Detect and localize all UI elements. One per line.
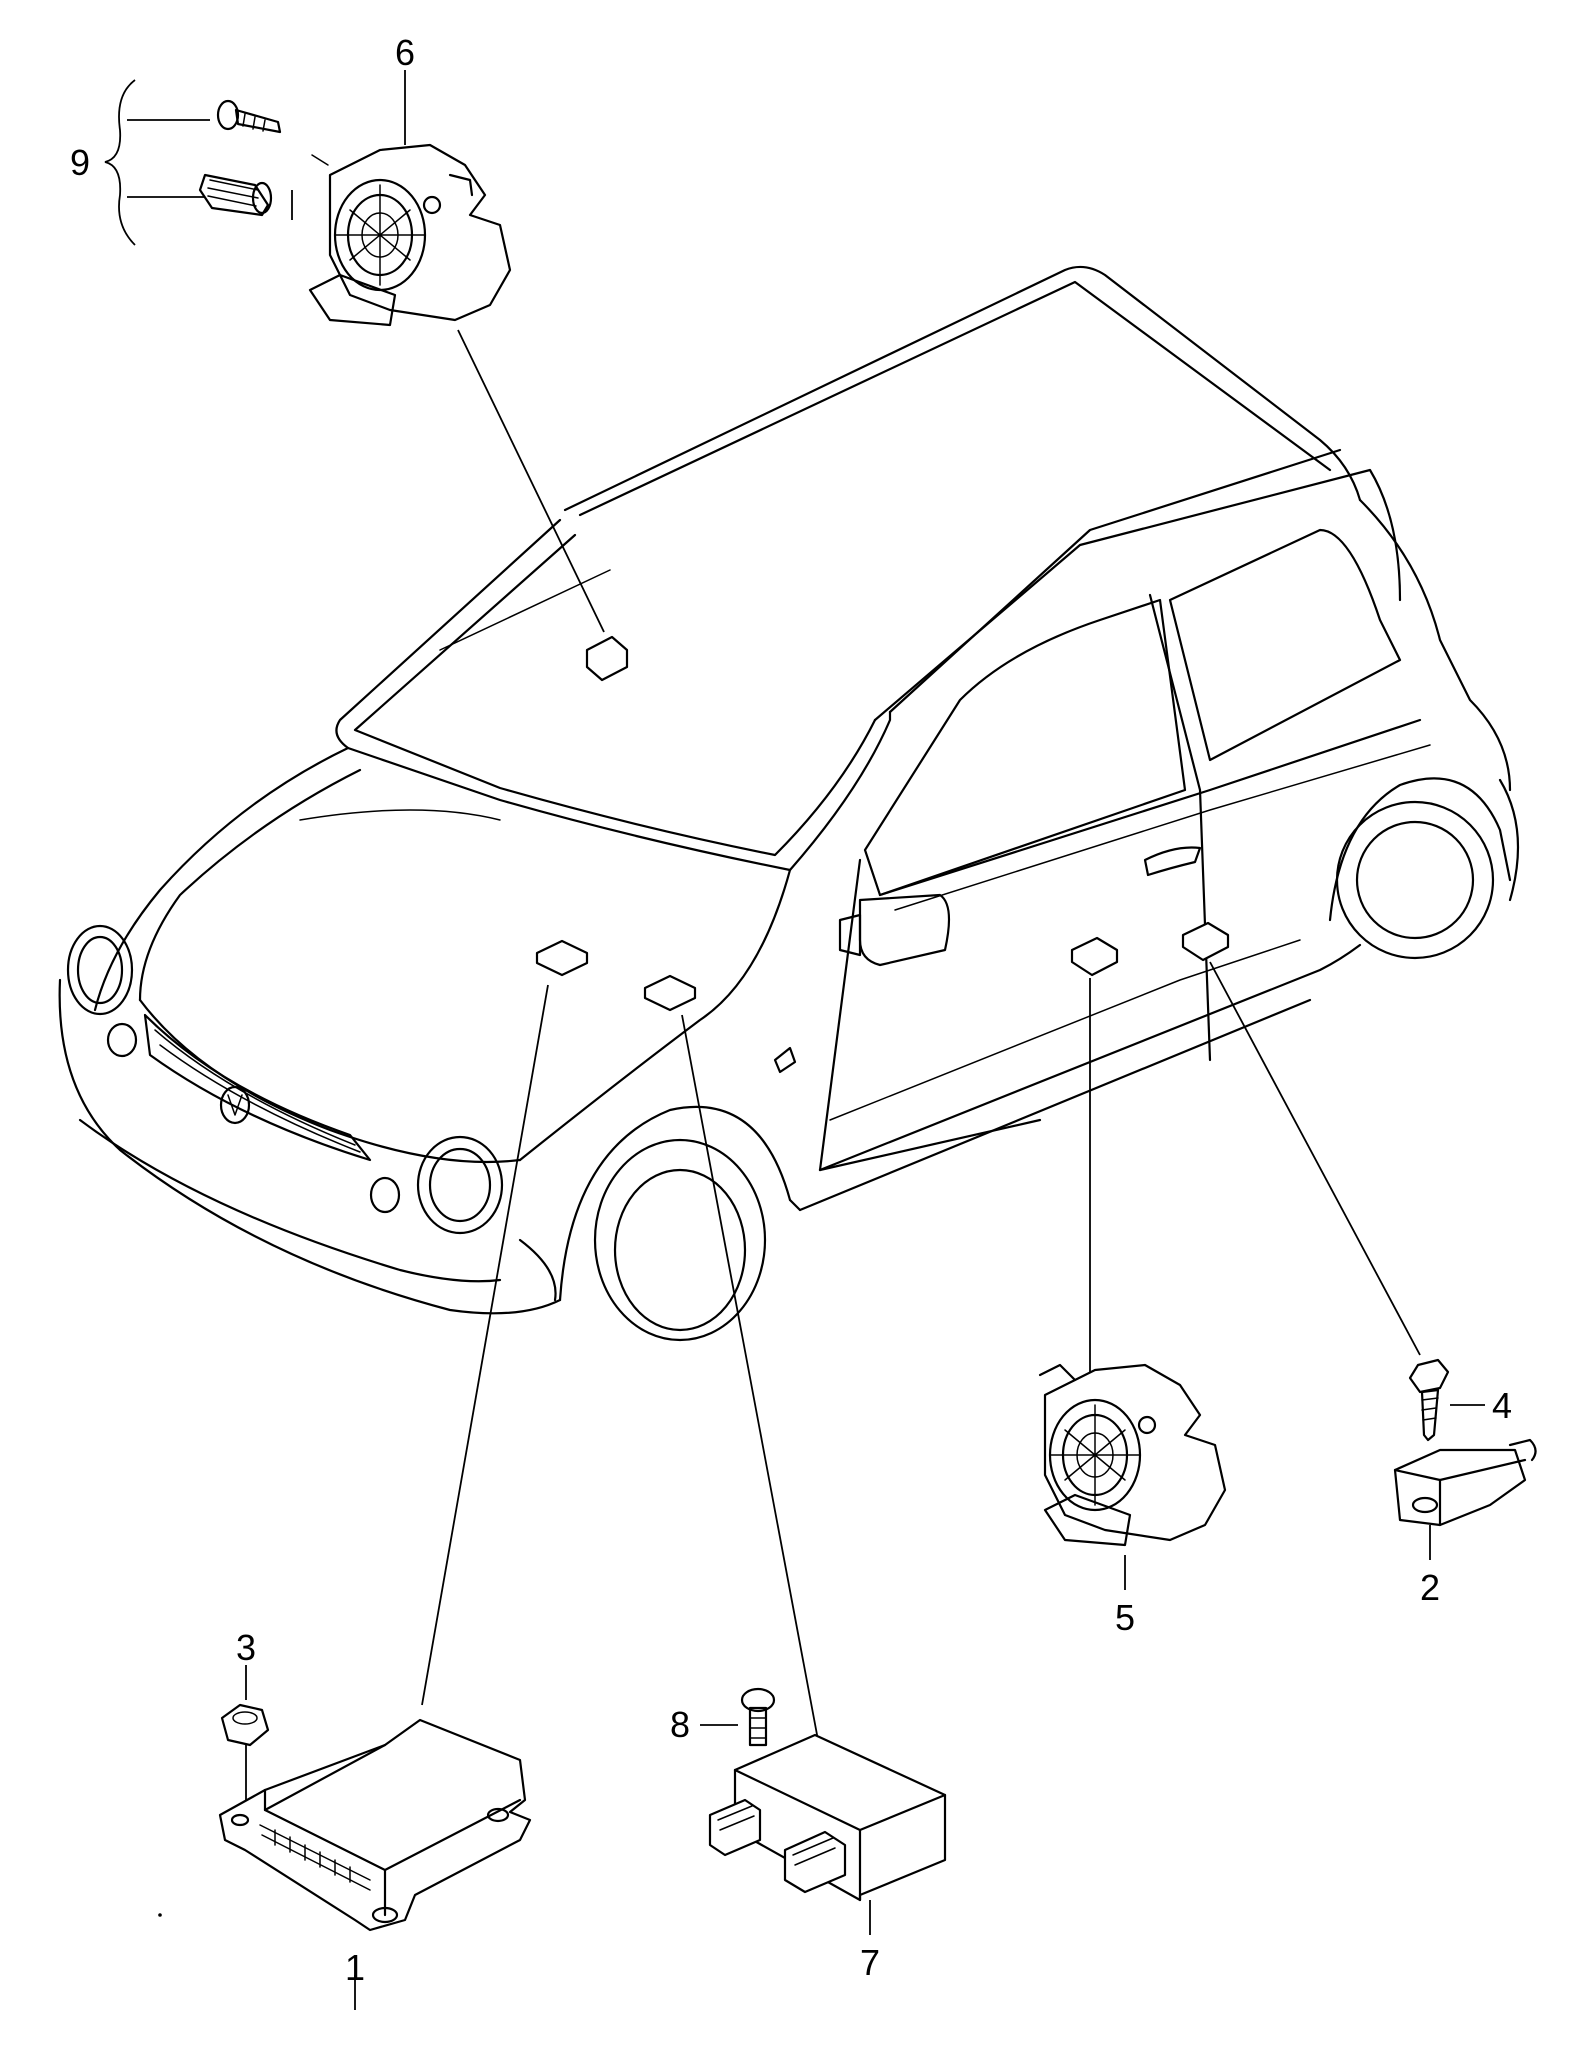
sensor-right	[1393, 1438, 1537, 1527]
location-marker-sill	[1181, 921, 1230, 962]
screw-top	[216, 99, 282, 134]
control-unit-left	[218, 1718, 532, 1932]
callout-1: 1	[345, 1947, 365, 1988]
bolt-right	[1408, 1358, 1450, 1442]
callout-6: 6	[395, 32, 415, 73]
car-body	[58, 265, 1520, 1342]
callout-3: 3	[236, 1627, 256, 1668]
location-marker-fender	[643, 974, 697, 1012]
location-marker-door	[1070, 936, 1119, 977]
callout-2: 2	[1420, 1567, 1440, 1608]
callout-8: 8	[670, 1704, 690, 1745]
control-module-right	[708, 1733, 947, 1902]
bolt-module	[740, 1687, 776, 1747]
callout-7: 7	[860, 1942, 880, 1983]
speck	[158, 1913, 162, 1917]
motor-assembly-top	[308, 143, 512, 327]
location-marker-hood	[535, 939, 589, 977]
callout-9: 9	[70, 142, 90, 183]
callout-5: 5	[1115, 1597, 1135, 1638]
location-marker-roof	[585, 635, 629, 682]
callout-4: 4	[1492, 1385, 1512, 1426]
group-brace	[104, 79, 136, 246]
leader-lines	[127, 70, 1485, 2010]
gear-sleeve-top	[198, 154, 329, 220]
motor-assembly-lower	[1038, 1363, 1227, 1547]
nut-left	[220, 1703, 270, 1747]
